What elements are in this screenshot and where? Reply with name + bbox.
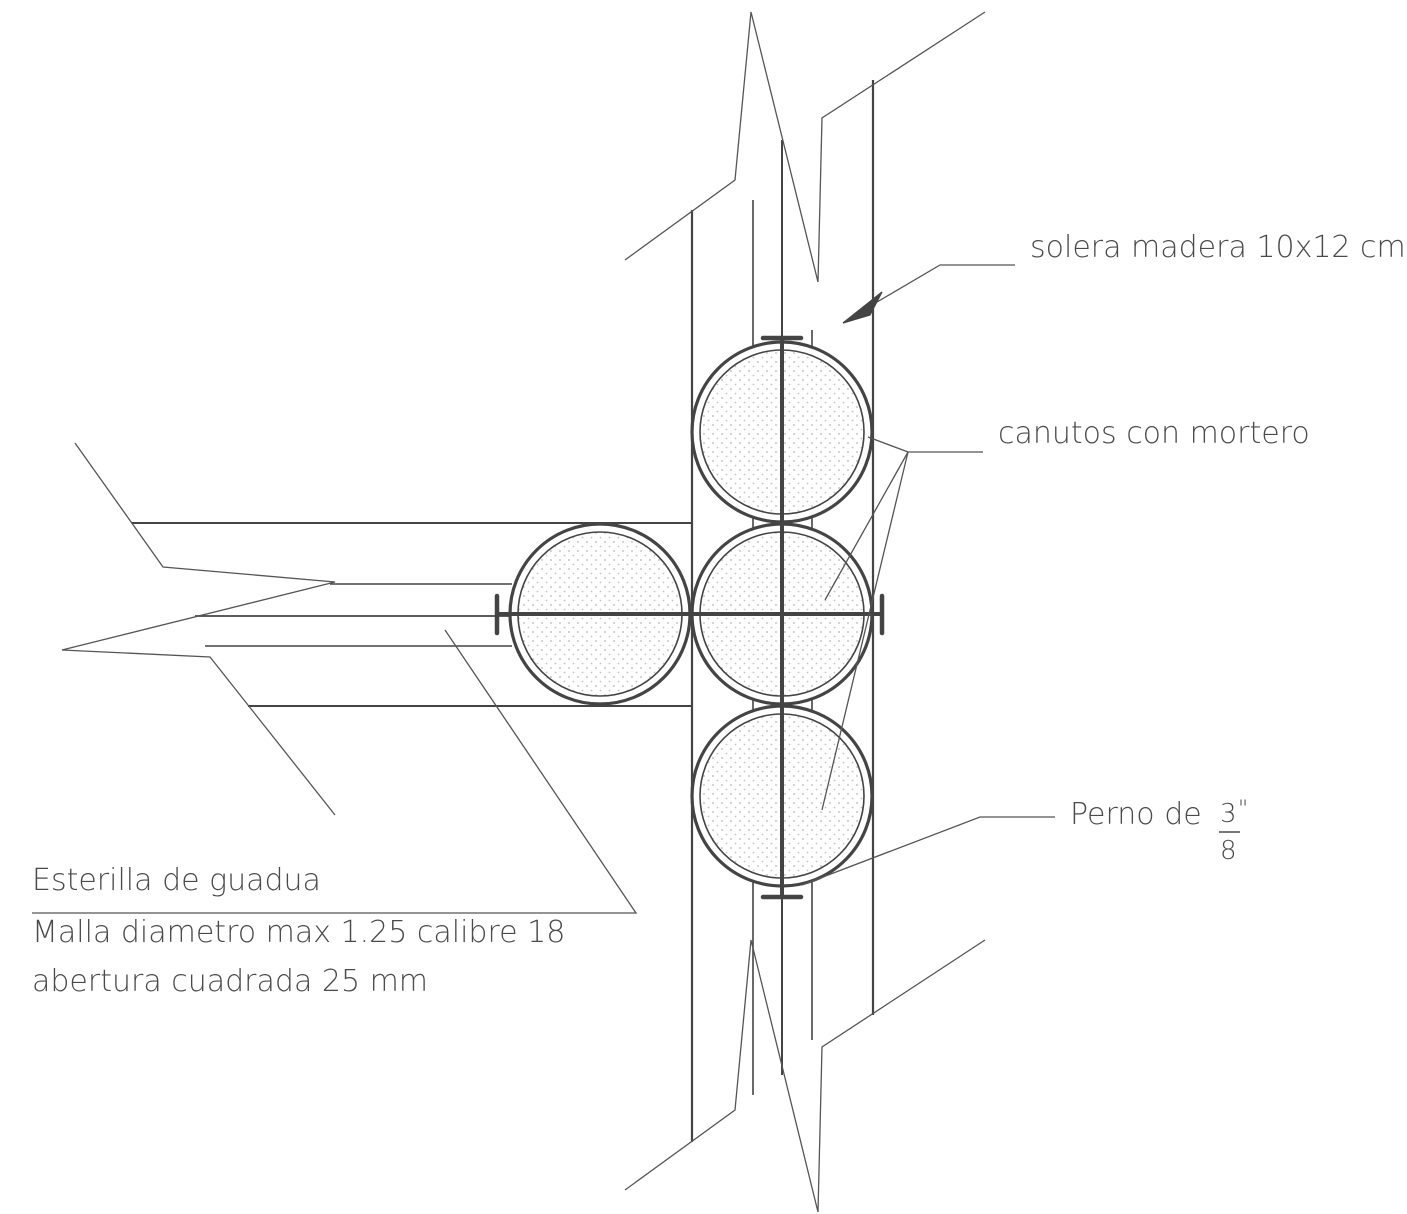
break-line-top-left bbox=[624, 11, 986, 283]
label-esterilla: Esterilla de guadua bbox=[32, 863, 321, 898]
leader-solera bbox=[859, 264, 1015, 313]
label-perno: Perno de bbox=[1070, 797, 1202, 832]
perno-fraction-numerator: 3 bbox=[1220, 799, 1237, 829]
leader-malla bbox=[32, 629, 638, 914]
leader-perno bbox=[801, 816, 1055, 886]
bamboo-canes bbox=[508, 340, 874, 888]
leader-canutos-bottom bbox=[821, 451, 909, 811]
leader-canutos-main bbox=[867, 436, 983, 453]
leader-canutos-mid bbox=[824, 451, 909, 601]
bolts bbox=[494, 335, 885, 900]
label-canutos: canutos con mortero bbox=[998, 416, 1310, 451]
perno-inch-mark: " bbox=[1238, 797, 1249, 822]
leader-lines bbox=[32, 264, 1055, 914]
perno-fraction-denominator: 8 bbox=[1220, 836, 1237, 866]
label-malla: Malla diametro max 1.25 calibre 18 bbox=[32, 915, 566, 950]
break-line-bottom bbox=[624, 939, 986, 1213]
leader-solera-arrow bbox=[842, 291, 883, 324]
perno-fraction-bar bbox=[1219, 831, 1240, 833]
label-abertura: abertura cuadrada 25 mm bbox=[32, 964, 429, 999]
break-line-left bbox=[61, 442, 336, 816]
break-lines bbox=[61, 11, 986, 1213]
label-solera: solera madera 10x12 cm bbox=[1030, 230, 1406, 265]
